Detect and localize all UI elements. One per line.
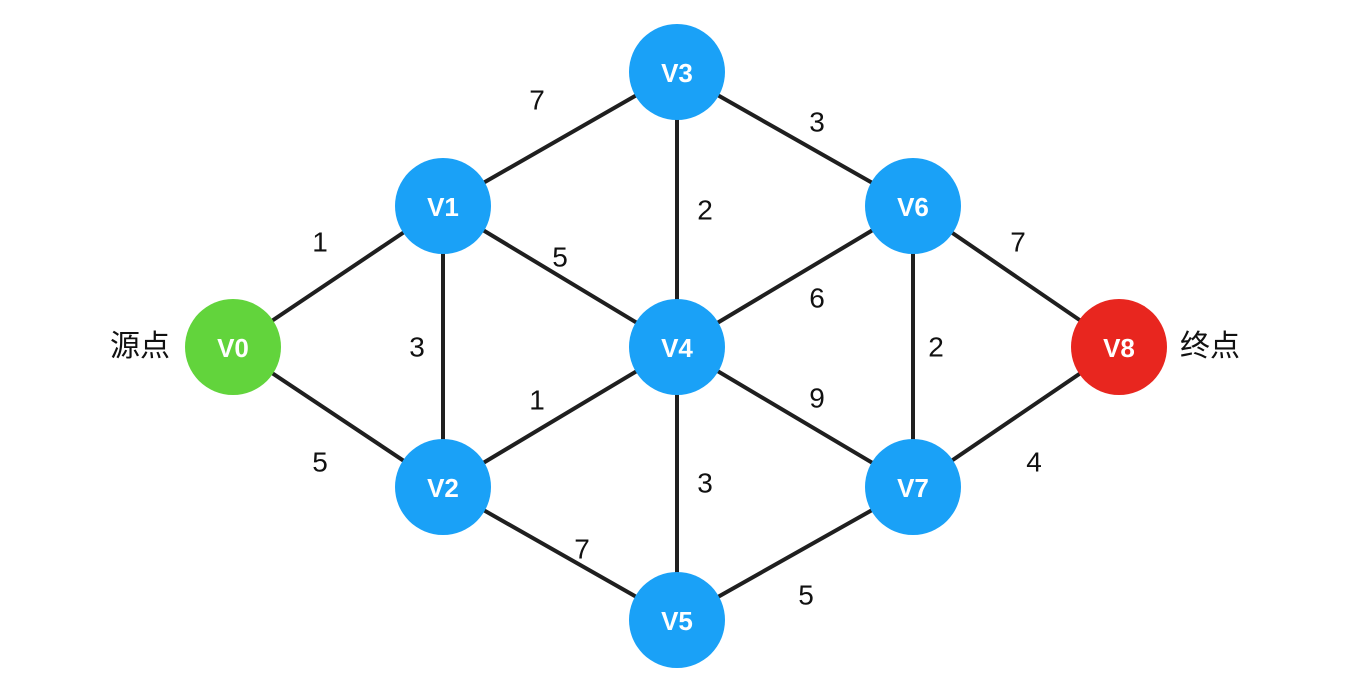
source-label: 源点 (110, 329, 170, 364)
edge-weight-v7-v8: 4 (1026, 447, 1042, 478)
edge-weight-v1-v4: 5 (552, 242, 568, 273)
node-v8: V8 (1071, 299, 1167, 395)
node-v2: V2 (395, 439, 491, 535)
node-label-v0: V0 (217, 333, 249, 363)
node-v1: V1 (395, 158, 491, 254)
node-label-v3: V3 (661, 58, 693, 88)
node-circle-v6 (865, 158, 961, 254)
edge-weights-layer: 1 5 7 5 3 1 7 2 3 6 9 3 5 2 7 4 (312, 85, 1042, 611)
node-circle-v1 (395, 158, 491, 254)
node-label-v5: V5 (661, 606, 693, 636)
node-v5: V5 (629, 572, 725, 668)
node-label-v1: V1 (427, 192, 459, 222)
node-circle-v2 (395, 439, 491, 535)
edge-weight-v2-v5: 7 (574, 534, 590, 565)
node-circle-v5 (629, 572, 725, 668)
node-circle-v8 (1071, 299, 1167, 395)
node-circle-v0 (185, 299, 281, 395)
node-label-v4: V4 (661, 333, 693, 363)
node-label-v2: V2 (427, 473, 459, 503)
node-circle-v3 (629, 24, 725, 120)
node-circle-v4 (629, 299, 725, 395)
node-circle-v7 (865, 439, 961, 535)
node-label-v7: V7 (897, 473, 929, 503)
edge-weight-v4-v7: 9 (809, 383, 825, 414)
edge-weight-v2-v4: 1 (529, 385, 545, 416)
edge-weight-v1-v3: 7 (529, 85, 545, 116)
edge-weight-v0-v2: 5 (312, 447, 328, 478)
node-v6: V6 (865, 158, 961, 254)
edge-weight-v6-v7: 2 (928, 332, 944, 363)
edge-weight-v1-v2: 3 (409, 332, 425, 363)
edge-weight-v4-v5: 3 (697, 468, 713, 499)
edge-weight-v6-v8: 7 (1010, 227, 1026, 258)
node-v7: V7 (865, 439, 961, 535)
node-label-v8: V8 (1103, 333, 1135, 363)
edge-weight-v4-v6: 6 (809, 283, 825, 314)
edge-weight-v3-v4: 2 (697, 195, 713, 226)
node-label-v6: V6 (897, 192, 929, 222)
node-v0: V0 (185, 299, 281, 395)
target-label: 终点 (1180, 329, 1240, 364)
edge-weight-v0-v1: 1 (312, 227, 328, 258)
edge-weight-v3-v6: 3 (809, 107, 825, 138)
edge-weight-v5-v7: 5 (798, 580, 814, 611)
node-v4: V4 (629, 299, 725, 395)
node-v3: V3 (629, 24, 725, 120)
